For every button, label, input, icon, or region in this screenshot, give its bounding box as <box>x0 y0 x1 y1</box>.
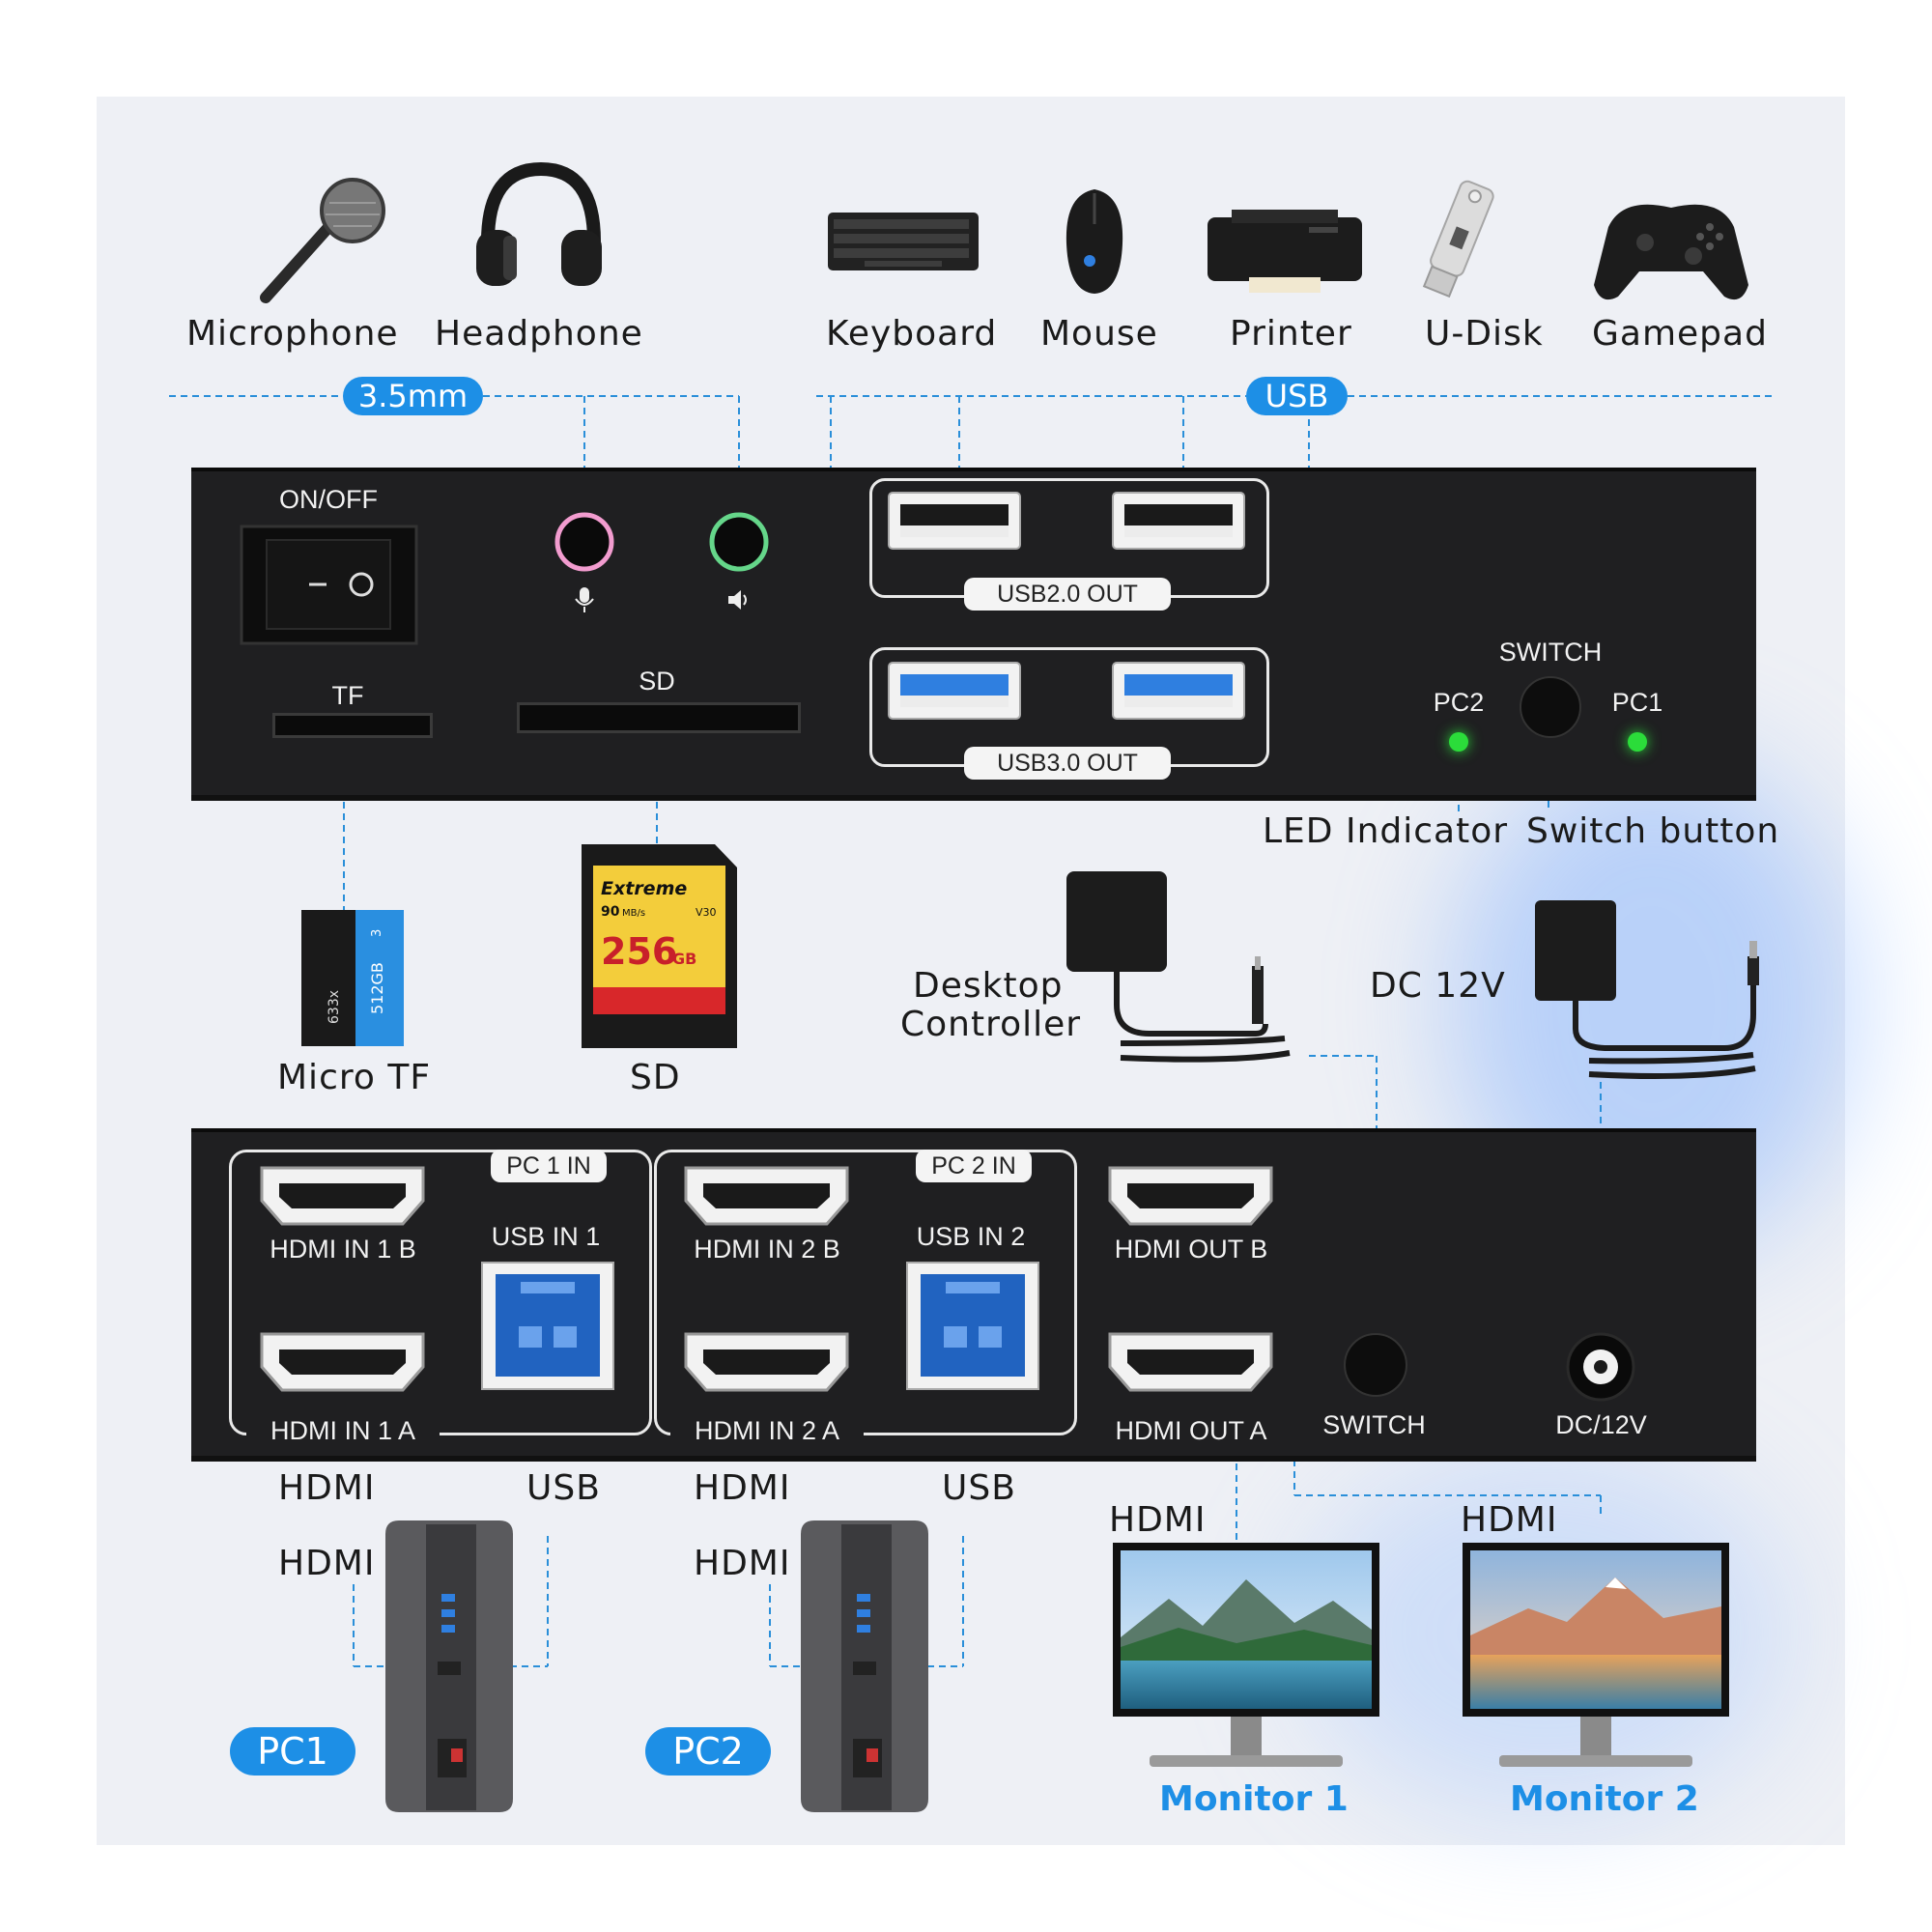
dc-jack[interactable] <box>1562 1328 1639 1406</box>
power-adapter-icon <box>1535 900 1759 1079</box>
usb30-port-2[interactable] <box>1111 661 1246 721</box>
keyboard-icon <box>828 213 979 270</box>
usb30-port-1[interactable] <box>887 661 1022 721</box>
front-switch-button[interactable] <box>1520 676 1581 738</box>
desktop-controller-callout-1: Desktop <box>913 966 1064 1006</box>
microphone-label: Microphone <box>186 314 399 354</box>
pc2-led-indicator <box>1449 732 1468 752</box>
monitor2-icon <box>1463 1543 1729 1767</box>
sd-callout: SD <box>630 1058 681 1097</box>
hdmi-in-1a-port[interactable] <box>258 1328 427 1396</box>
printer-icon <box>1208 210 1362 293</box>
usb-in-1-port[interactable] <box>480 1261 615 1391</box>
tf-slot-label: TF <box>331 681 364 710</box>
dc-jack-label: DC/12V <box>1555 1410 1647 1439</box>
printer-label: Printer <box>1230 314 1352 354</box>
mic-port[interactable] <box>546 510 623 616</box>
pc1-in-label: PC 1 IN <box>491 1150 607 1182</box>
speaker-icon <box>728 590 747 610</box>
sd-capacity-text: 256 <box>601 930 677 973</box>
usb30-label: USB3.0 OUT <box>964 747 1171 780</box>
sd-slot[interactable] <box>517 702 801 733</box>
keyboard-label: Keyboard <box>826 314 998 354</box>
usb-in-2-port[interactable] <box>905 1261 1040 1391</box>
monitor1-label: Monitor 1 <box>1159 1779 1349 1819</box>
sd-speed-unit-text: MB/s <box>622 908 645 919</box>
pc1-usb-label: USB <box>526 1468 601 1508</box>
sd-card-icon: Extreme 90 MB/s V30 256 GB <box>582 844 737 1048</box>
hdmi-in-2a-port[interactable] <box>682 1328 851 1396</box>
switch-button-callout: Switch button <box>1526 811 1780 851</box>
front-switch-label: SWITCH <box>1498 638 1603 667</box>
pc2-badge: PC2 <box>645 1727 771 1776</box>
tf-slot[interactable] <box>272 713 433 738</box>
headphone-label: Headphone <box>435 314 643 354</box>
rear-switch-jack[interactable] <box>1344 1333 1407 1397</box>
usb-in-1-label: USB IN 1 <box>491 1222 601 1251</box>
hdmi-out-b-port[interactable] <box>1106 1162 1275 1230</box>
pc2-input-group <box>654 1150 1077 1435</box>
tf-class-text: 3 <box>370 929 384 937</box>
power-switch[interactable] <box>240 525 418 645</box>
pc1-led-indicator <box>1628 732 1647 752</box>
pc1-badge: PC1 <box>230 1727 355 1776</box>
speaker-port[interactable] <box>700 510 778 616</box>
usb-in-2-label: USB IN 2 <box>916 1222 1026 1251</box>
monitor2-label: Monitor 2 <box>1510 1779 1699 1819</box>
audio-badge: 3.5mm <box>343 377 483 415</box>
tf-speed-text: 633x <box>327 990 342 1024</box>
sd-speed-text: 90 <box>601 904 620 920</box>
led-indicator-callout: LED Indicator <box>1263 811 1509 851</box>
monitor1-hdmi-label: HDMI <box>1109 1500 1207 1540</box>
hdmi-in-2b-port[interactable] <box>682 1162 851 1230</box>
pc2-hdmi-label-1: HDMI <box>694 1468 791 1508</box>
pc2-usb-label: USB <box>942 1468 1016 1508</box>
pc2-tower-icon <box>801 1520 928 1812</box>
gamepad-icon <box>1594 204 1748 300</box>
usb-badge: USB <box>1246 377 1348 415</box>
hdmi-out-a-label: HDMI OUT A <box>1115 1416 1267 1445</box>
microphone-icon <box>260 178 385 303</box>
usb20-port-2[interactable] <box>1111 491 1246 551</box>
pc2-hdmi-label-2: HDMI <box>694 1544 791 1583</box>
micro-tf-callout: Micro TF <box>277 1058 432 1097</box>
pc1-tower-icon <box>385 1520 513 1812</box>
hdmi-out-a-port[interactable] <box>1106 1328 1275 1396</box>
gamepad-label: Gamepad <box>1592 314 1768 354</box>
dc-callout: DC 12V <box>1370 966 1506 1006</box>
monitor2-hdmi-label: HDMI <box>1461 1500 1558 1540</box>
sd-slot-label: SD <box>639 667 675 696</box>
pc2-led-label: PC2 <box>1433 688 1485 717</box>
hdmi-in-1b-port[interactable] <box>258 1162 427 1230</box>
mouse-icon <box>1065 189 1123 294</box>
monitor1-icon <box>1113 1543 1379 1767</box>
rear-switch-label: SWITCH <box>1322 1410 1426 1439</box>
usb-disk-icon <box>1422 180 1494 298</box>
hdmi-in-1a-label: HDMI IN 1 A <box>246 1416 440 1446</box>
usb20-label: USB2.0 OUT <box>964 578 1171 611</box>
headphone-icon <box>476 161 602 286</box>
sd-capacity-unit-text: GB <box>672 950 696 968</box>
pc2-in-label: PC 2 IN <box>916 1150 1032 1182</box>
hdmi-in-2b-label: HDMI IN 2 B <box>694 1235 840 1264</box>
sd-brand-text: Extreme <box>601 878 687 899</box>
pc1-hdmi-label-1: HDMI <box>278 1468 376 1508</box>
udisk-label: U-Disk <box>1425 314 1544 354</box>
usb20-port-1[interactable] <box>887 491 1022 551</box>
micro-tf-card-icon: 512GB 633x 3 <box>301 910 404 1046</box>
tf-capacity-text: 512GB <box>368 962 386 1014</box>
sd-v-text: V30 <box>696 906 717 919</box>
hdmi-out-b-label: HDMI OUT B <box>1114 1235 1268 1264</box>
hdmi-in-2a-label: HDMI IN 2 A <box>670 1416 864 1446</box>
pc1-led-label: PC1 <box>1611 688 1663 717</box>
desktop-controller-icon <box>1066 871 1291 1063</box>
desktop-controller-callout-2: Controller <box>900 1005 1082 1044</box>
mouse-label: Mouse <box>1040 314 1158 354</box>
hdmi-in-1b-label: HDMI IN 1 B <box>270 1235 416 1264</box>
mic-icon <box>575 587 594 612</box>
pc1-input-group <box>229 1150 652 1435</box>
pc1-hdmi-label-2: HDMI <box>278 1544 376 1583</box>
onoff-label: ON/OFF <box>279 485 378 514</box>
